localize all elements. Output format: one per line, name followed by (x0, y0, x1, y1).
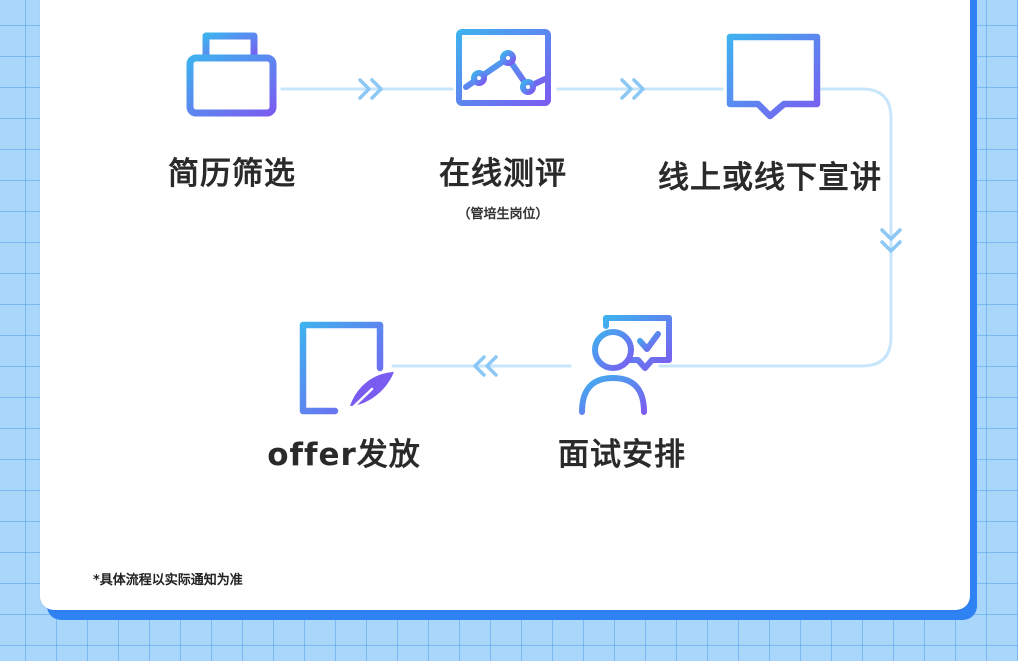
step-label-interview: 面试安排 (558, 437, 686, 473)
person-speech-icon (579, 315, 672, 415)
arrow-right-2 (620, 78, 645, 100)
document-feather-icon (299, 321, 384, 415)
arrow-left (473, 355, 498, 377)
monitor-chart-icon (456, 29, 551, 121)
chat-bubble-icon (726, 33, 821, 120)
footnote: *具体流程以实际通知为准 (93, 573, 243, 588)
arrow-right-1 (358, 78, 383, 100)
step-label-info-session: 线上或线下宣讲 (658, 160, 882, 196)
step-label-resume-screening: 简历筛选 (168, 156, 296, 192)
feather-icon (346, 372, 394, 414)
connector-3-4 (658, 87, 893, 368)
arrow-down (880, 228, 902, 253)
step-sublabel-management-trainee: （管培生岗位） (457, 207, 549, 222)
printer-icon (186, 32, 277, 117)
connectors (148, 87, 893, 368)
step-label-online-assessment: 在线测评 (439, 156, 567, 192)
step-label-offer: offer发放 (267, 437, 421, 473)
